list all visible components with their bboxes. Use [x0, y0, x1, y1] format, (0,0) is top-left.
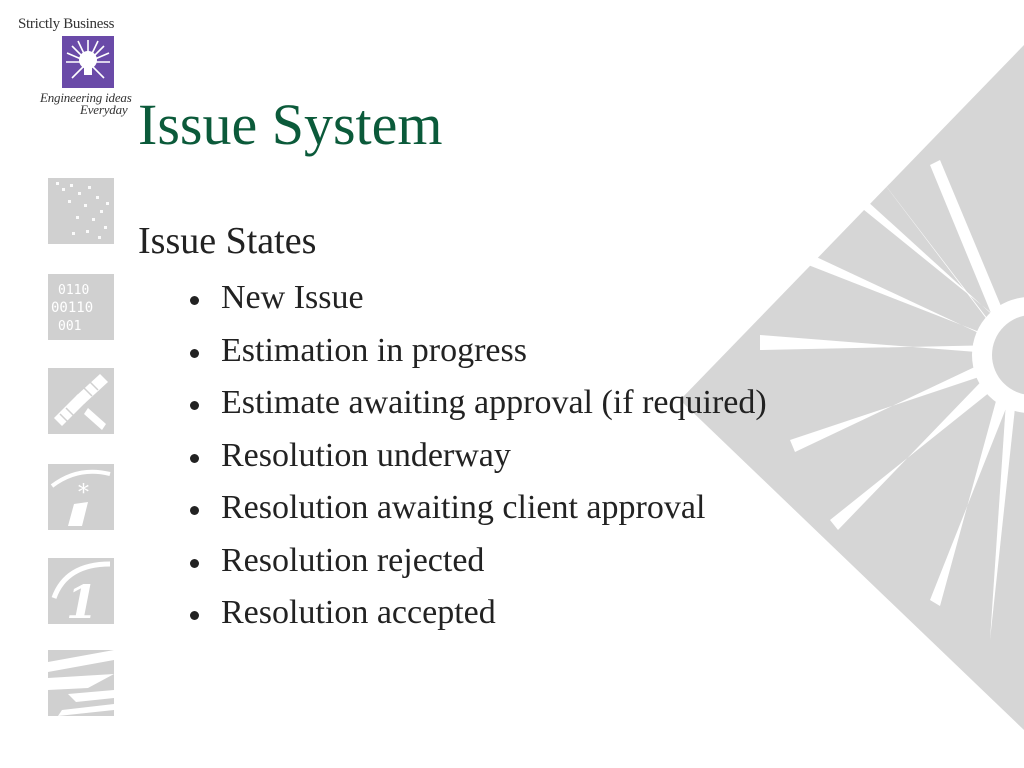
- bullet-dot-icon: [190, 453, 199, 463]
- bullet-dot-icon: [190, 558, 199, 568]
- bullet-dot-icon: [190, 401, 199, 410]
- list-item-text: Estimate awaiting approval (if required): [221, 384, 767, 421]
- lightbulb-icon: [62, 36, 114, 88]
- list-item: Resolution underway: [190, 436, 767, 489]
- list-item-text: Resolution awaiting client approval: [221, 489, 706, 526]
- list-item: Estimation in progress: [190, 331, 767, 384]
- bullet-dot-icon: [190, 611, 199, 620]
- bullet-dot-icon: [190, 506, 199, 515]
- list-item: Resolution accepted: [190, 593, 767, 646]
- list-item-text: Estimation in progress: [221, 331, 527, 369]
- svg-text:*: *: [78, 481, 89, 506]
- section-heading: Issue States: [138, 220, 317, 262]
- list-item-text: Resolution accepted: [221, 594, 496, 631]
- list-item: Resolution awaiting client approval: [190, 488, 767, 541]
- svg-text:001: 001: [58, 319, 81, 334]
- list-item-text: Resolution rejected: [221, 541, 485, 579]
- svg-text:1: 1: [66, 575, 98, 624]
- bullet-dot-icon: [190, 348, 199, 358]
- svg-text:00110: 00110: [51, 300, 93, 316]
- logo-tagline-top: Strictly Business: [18, 16, 115, 32]
- bullet-list: New Issue Estimation in progress Estimat…: [190, 278, 767, 646]
- list-item: Resolution rejected: [190, 541, 767, 594]
- svg-text:0110: 0110: [58, 283, 89, 298]
- satellite-dish-icon: [48, 368, 114, 434]
- company-logo: Strictly Business Engineering ideas Ever…: [16, 14, 134, 118]
- list-item-text: Resolution underway: [221, 436, 511, 474]
- lightning-stripes-icon: [48, 650, 114, 716]
- list-item: Estimate awaiting approval (if required): [190, 383, 767, 436]
- list-item-text: New Issue: [221, 279, 364, 316]
- logo-tagline-line2: Everyday: [80, 102, 128, 117]
- mosaic-pattern-icon: [48, 178, 114, 244]
- number-one-icon: 1: [48, 558, 114, 624]
- logo-tagline-line1: Engineering ideas: [40, 90, 132, 105]
- list-item: New Issue: [190, 278, 767, 331]
- binary-digits-icon: 0110 00110 001: [48, 274, 114, 340]
- bullet-dot-icon: [190, 296, 199, 305]
- info-asterisk-icon: *: [48, 464, 114, 530]
- slide-title: Issue System: [138, 92, 443, 157]
